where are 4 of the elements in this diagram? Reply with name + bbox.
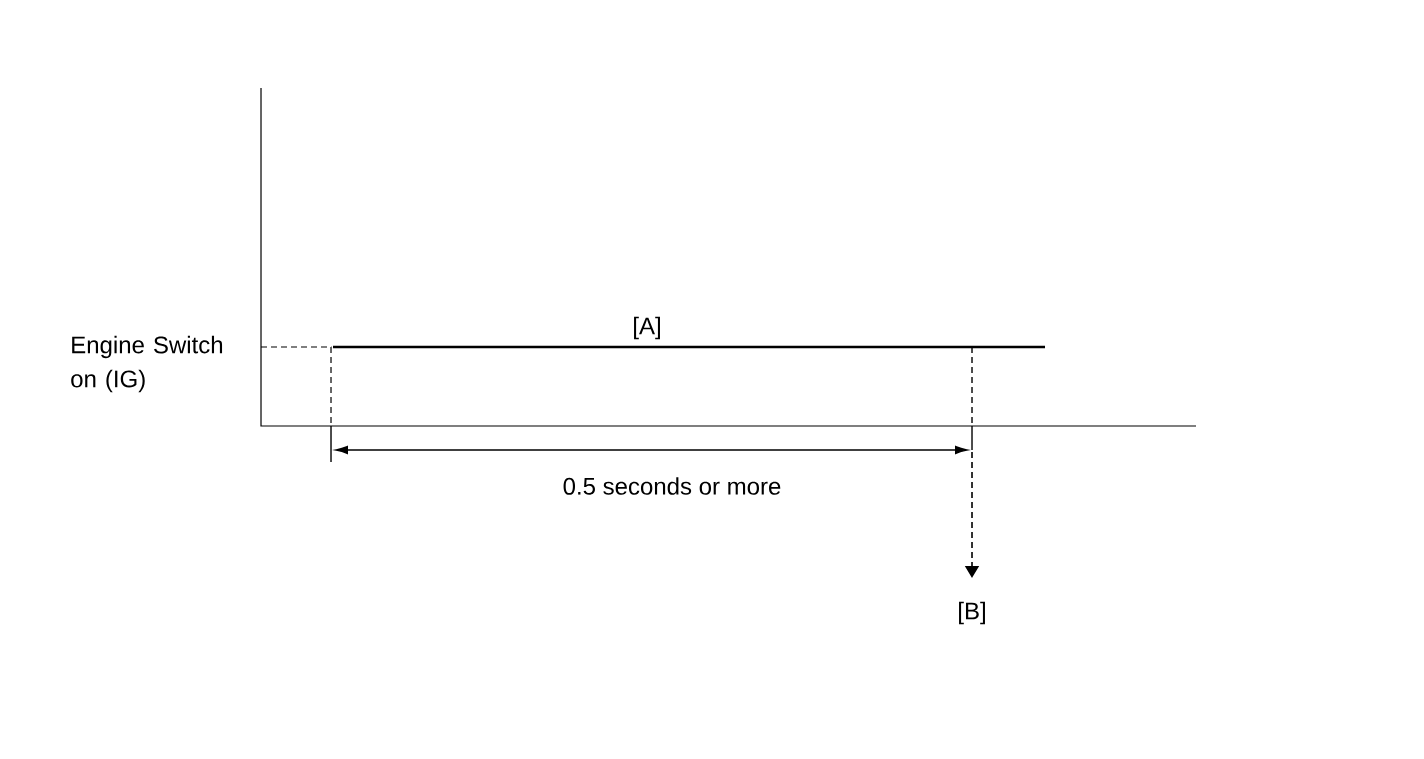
- label: Engine Switch on (IG): [71, 335, 223, 393]
- label: [B]: [959, 601, 985, 625]
- label: [A]: [634, 316, 660, 340]
- label: 0.5 seconds or more: [563, 477, 781, 495]
